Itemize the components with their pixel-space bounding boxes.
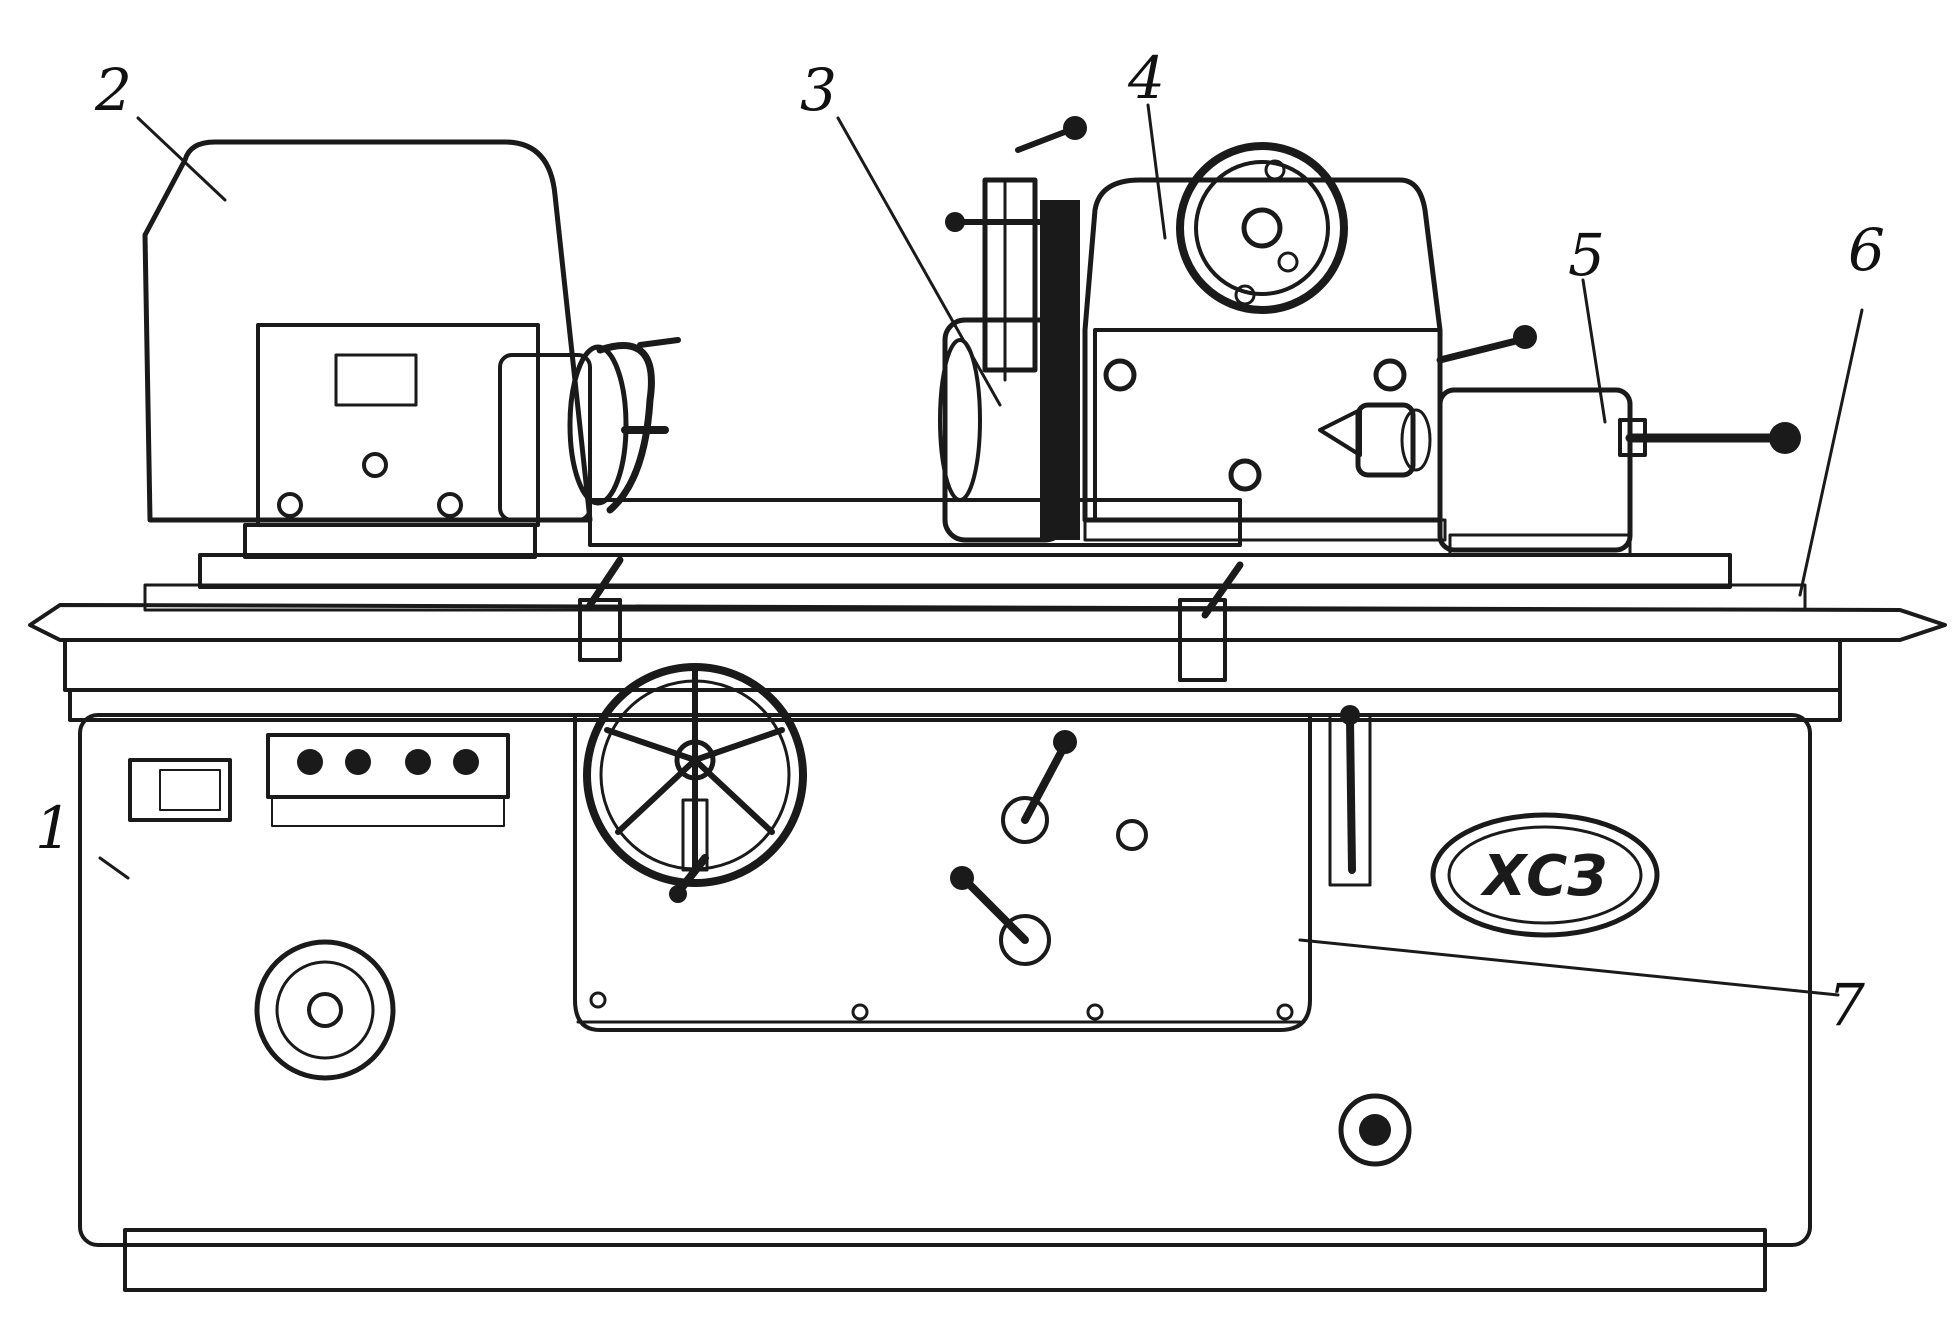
button-panel (266, 733, 510, 827)
machine-base (78, 713, 1812, 1292)
callout-3: 3 (800, 56, 837, 124)
table (28, 553, 1947, 722)
callout-1: 1 (35, 794, 72, 862)
leader-1 (98, 856, 130, 880)
callout-labels: 1 2 3 4 5 6 7 (35, 44, 1885, 1039)
callout-6: 6 (1848, 216, 1885, 284)
leader-7 (1298, 938, 1840, 997)
wheel-head (142, 139, 681, 559)
handwheel (583, 663, 807, 903)
leader-5 (1581, 278, 1607, 424)
callout-4: 4 (1127, 44, 1165, 112)
leader-4 (1146, 103, 1167, 240)
leader-2 (136, 116, 227, 202)
callout-2: 2 (94, 56, 132, 124)
control-panel (573, 713, 1312, 1032)
leader-6 (1798, 308, 1864, 597)
work-centre (1318, 402, 1432, 478)
leader-lines (98, 103, 1864, 997)
callout-5: 5 (1568, 221, 1605, 289)
leader-3 (836, 116, 1002, 407)
tailstock (1436, 325, 1801, 557)
callout-7: 7 (1828, 971, 1865, 1039)
side-lever (1328, 705, 1372, 887)
nameplate-text: ХСЗ (1480, 844, 1607, 909)
nameplate: ХСЗ (1430, 812, 1660, 938)
headstock (1082, 142, 1447, 542)
steady-rest (938, 116, 1087, 543)
